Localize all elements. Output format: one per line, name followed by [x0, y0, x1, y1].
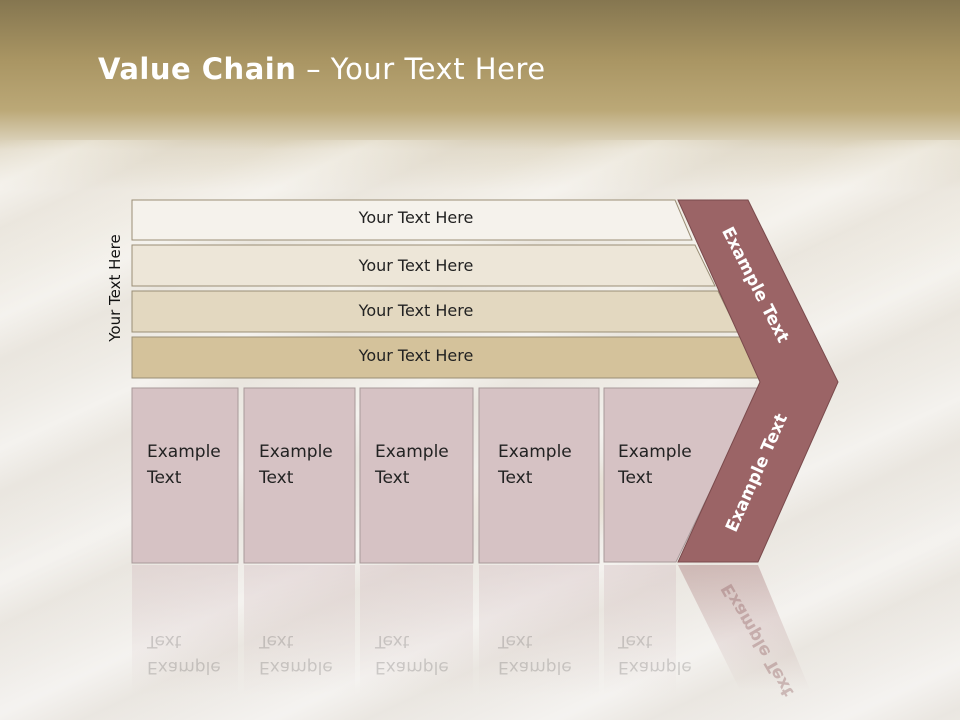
activity-box-5[interactable]: [603, 387, 761, 563]
box-reflect-1: Example Text: [147, 628, 247, 680]
box-reflect-4-line1: Example: [498, 657, 572, 677]
box-reflect-5-line1: Example: [618, 657, 692, 677]
box-reflect-2: Example Text: [259, 628, 359, 680]
box-label-4-line2: Text: [498, 468, 533, 488]
box-label-5-line2: Text: [618, 468, 653, 488]
box-reflect-3: Example Text: [375, 628, 475, 680]
box-label-3-line2: Text: [375, 468, 410, 488]
box-label-5-line1: Example: [618, 442, 692, 462]
row-label-3: Your Text Here: [358, 301, 474, 320]
row-label-2: Your Text Here: [358, 256, 474, 275]
reflection-box-3: [360, 565, 473, 695]
activity-box-2[interactable]: [243, 387, 356, 564]
margin-chevron-reflection: [678, 565, 810, 690]
box-label-3-line1: Example: [375, 442, 449, 462]
row-label-4: Your Text Here: [358, 346, 474, 365]
box-reflect-5: Example Text: [618, 628, 718, 680]
box-reflect-4-line2: Text: [498, 631, 533, 651]
reflection-box-2: [244, 565, 355, 695]
row-shape-2[interactable]: [131, 244, 716, 287]
box-label-1-line1: Example: [147, 442, 221, 462]
box-reflect-3-line1: Example: [375, 657, 449, 677]
activity-box-4[interactable]: [478, 387, 600, 564]
row-shape-1[interactable]: [131, 199, 693, 241]
reflection-box-1: [132, 565, 238, 695]
box-reflect-2-line2: Text: [259, 631, 294, 651]
margin-chevron[interactable]: [677, 199, 839, 563]
activity-box-1[interactable]: [131, 387, 239, 564]
box-reflect-5-line2: Text: [618, 631, 653, 651]
box-label-2-line1: Example: [259, 442, 333, 462]
box-label-2-line2: Text: [259, 468, 294, 488]
box-label-1-line2: Text: [147, 468, 182, 488]
box-reflect-1-line2: Text: [147, 631, 182, 651]
box-reflect-1-line1: Example: [147, 657, 221, 677]
slide-title: Value Chain – Your Text Here: [98, 52, 546, 86]
reflection-box-4: [479, 565, 599, 695]
box-reflect-3-line2: Text: [375, 631, 410, 651]
box-reflect-2-line1: Example: [259, 657, 333, 677]
row-label-1: Your Text Here: [358, 208, 474, 227]
reflection-box-5: [604, 565, 676, 695]
box-label-4-line1: Example: [498, 442, 572, 462]
title-bold: Value Chain: [98, 52, 297, 86]
title-rest: – Your Text Here: [296, 52, 546, 86]
activity-box-3[interactable]: [359, 387, 474, 564]
box-reflect-4: Example Text: [498, 628, 598, 680]
